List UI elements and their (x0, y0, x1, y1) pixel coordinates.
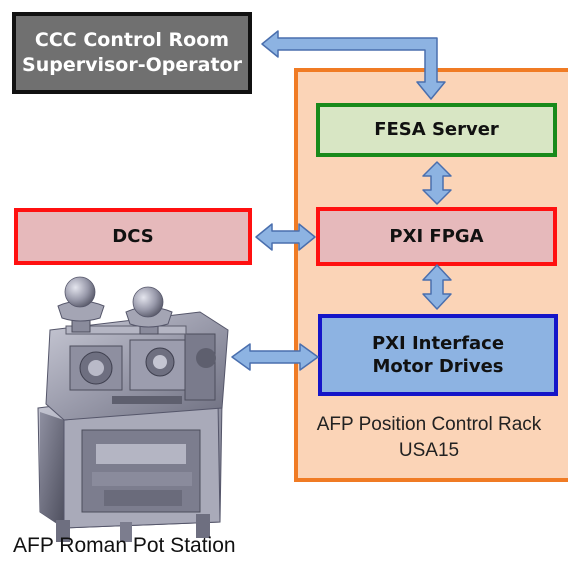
arrow-ccc-fesa (261, 30, 446, 100)
roman-pot-station-label: AFP Roman Pot Station (13, 534, 236, 557)
arrow-dcs-fpga (255, 223, 316, 251)
rack-label: AFP Position Control Rack USA15 (294, 412, 564, 464)
pxi-fpga-box: PXI FPGA (316, 207, 557, 266)
pxi-interface-label-line-1: PXI Interface (371, 332, 505, 354)
pxi-interface-box: PXI Interface Motor Drives (318, 314, 558, 396)
fesa-label: FESA Server (374, 119, 499, 141)
dcs-label: DCS (112, 225, 154, 247)
arrow-fpga-interface (422, 264, 452, 310)
ccc-label-line-1: CCC Control Room (34, 29, 230, 52)
pxi-interface-label-line-2: Motor Drives (372, 356, 504, 377)
ccc-label-line-2: Supervisor-Operator (22, 54, 242, 76)
rack-label-line-1: AFP Position Control Rack (316, 414, 542, 435)
dcs-box: DCS (14, 208, 252, 265)
ccc-control-room-box: CCC Control Room Supervisor-Operator (12, 12, 252, 94)
pxi-fpga-label: PXI FPGA (389, 225, 484, 247)
arrow-fesa-fpga (422, 161, 452, 205)
arrow-station-interface (231, 343, 319, 371)
fesa-server-box: FESA Server (316, 103, 557, 157)
rack-label-line-2: USA15 (398, 440, 460, 461)
